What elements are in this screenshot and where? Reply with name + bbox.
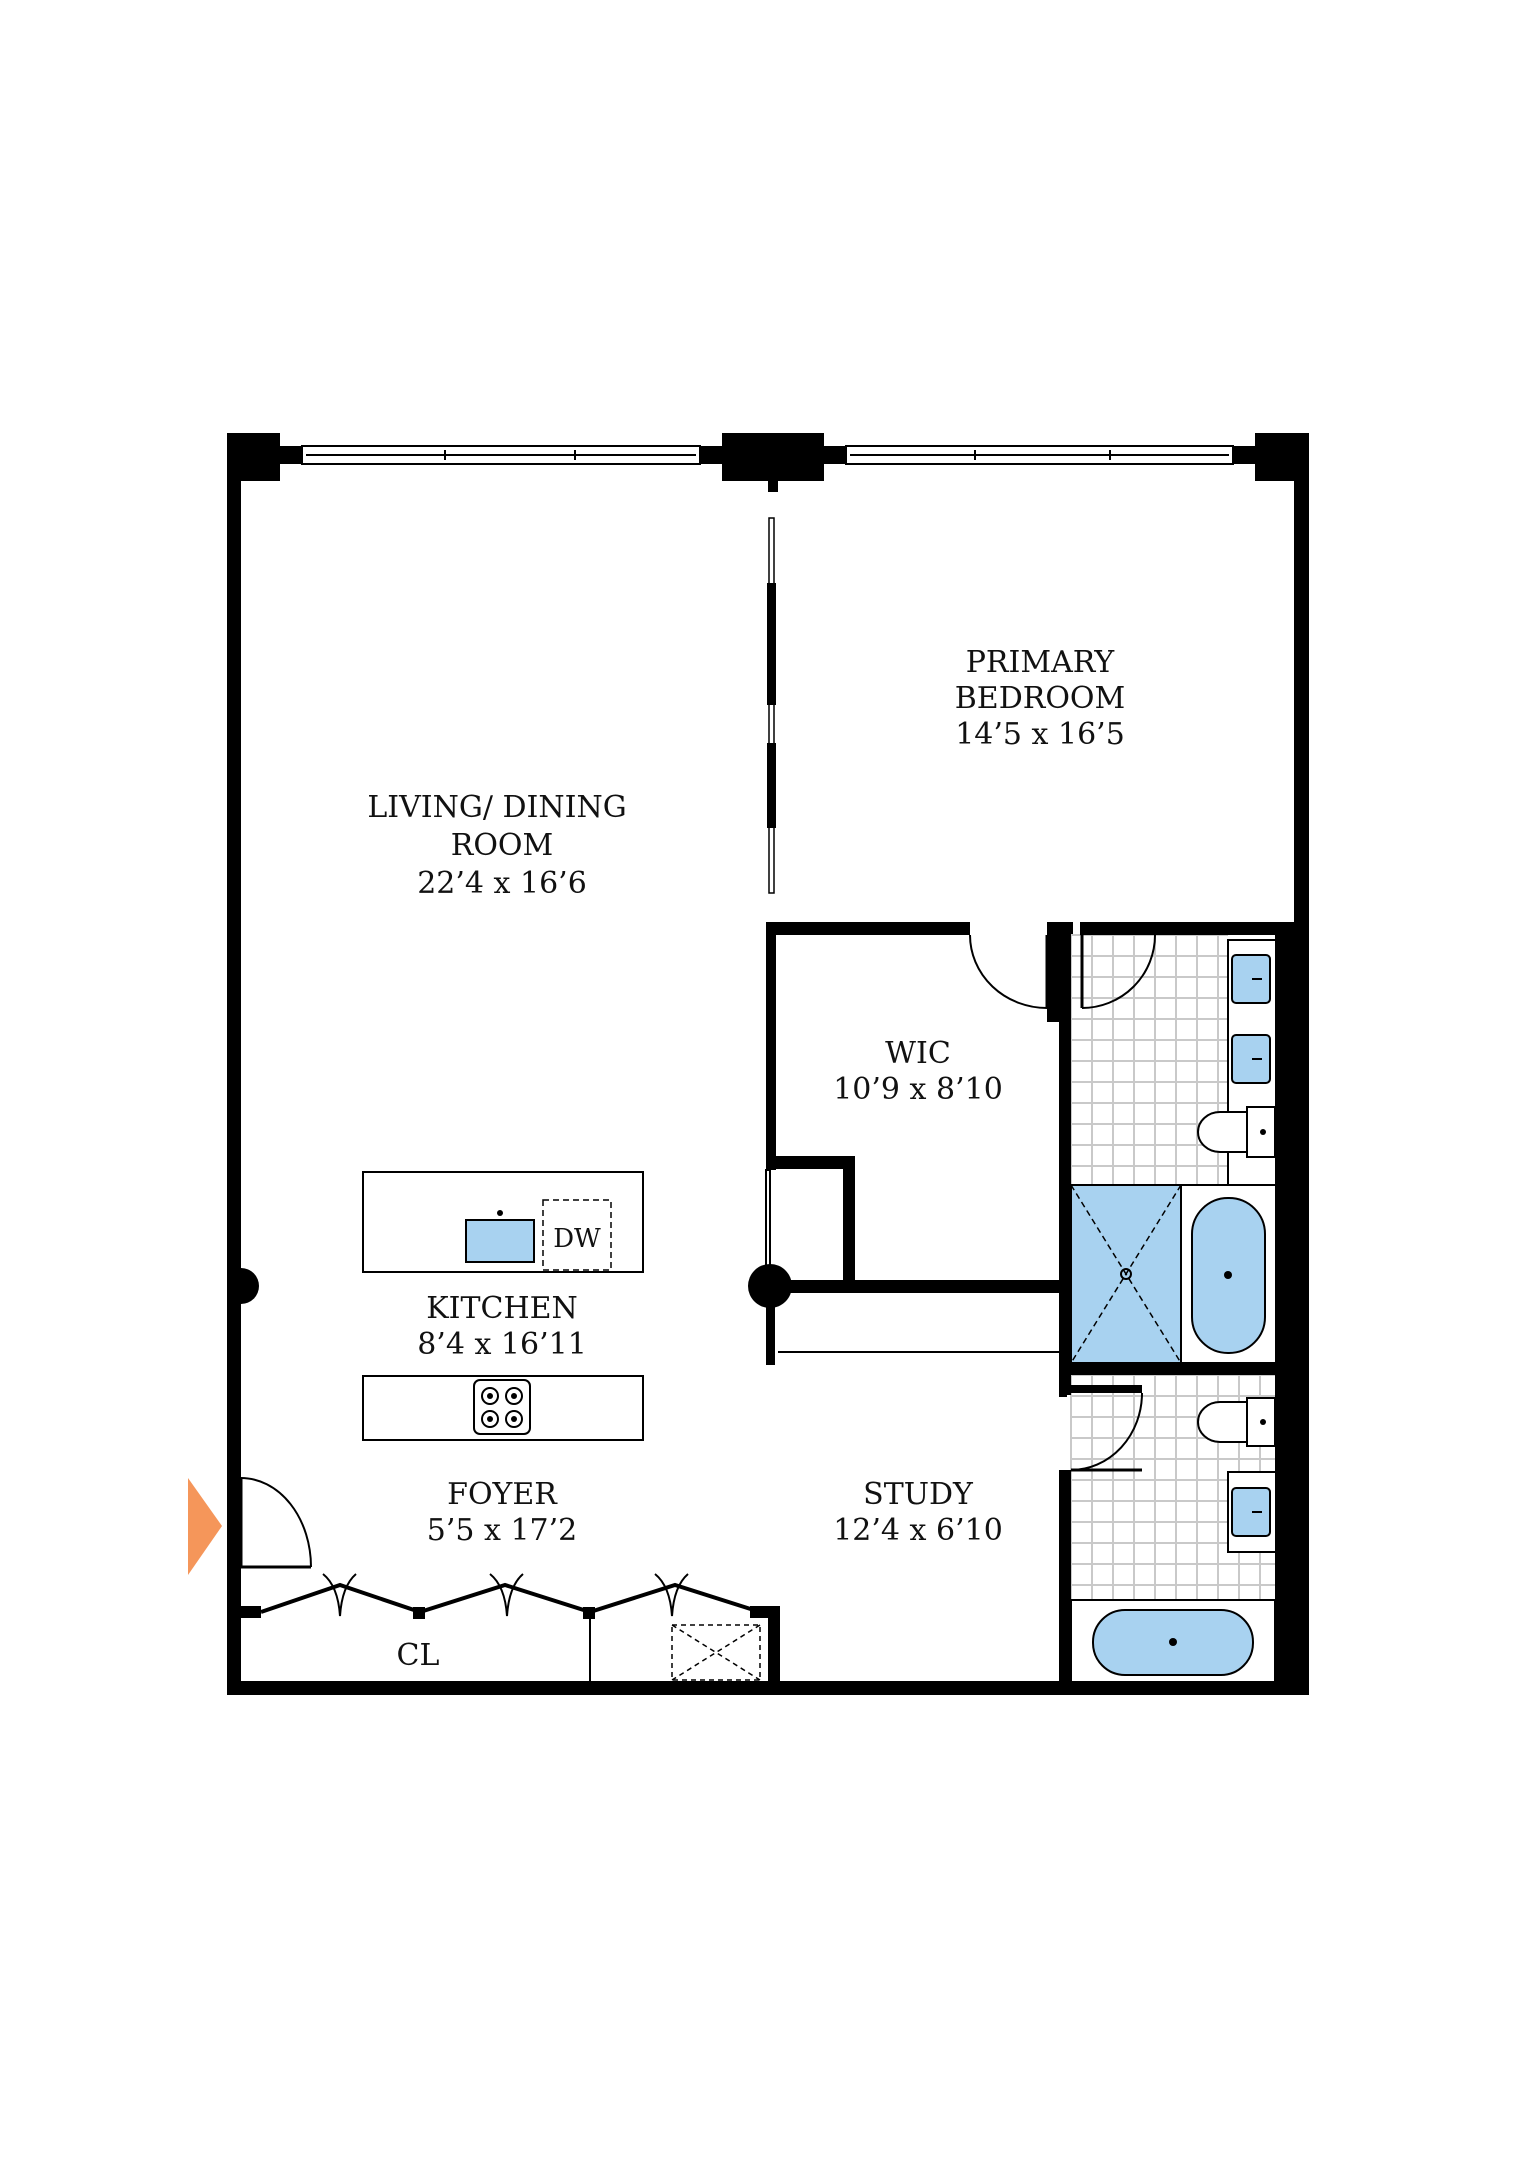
toilet-icon [1197, 1106, 1276, 1158]
doors [239, 934, 1156, 1619]
closet-name: CL [397, 1638, 440, 1673]
upper-bath-fixtures [1070, 939, 1277, 1366]
kitchen-dims: 8’4 x 16’11 [417, 1327, 587, 1362]
sink-icon [465, 1210, 535, 1263]
bathtub-icon [1191, 1197, 1266, 1354]
living-dining-name-2: ROOM [451, 828, 554, 863]
toilet-icon [1197, 1397, 1276, 1447]
cooktop-icon [473, 1379, 531, 1435]
primary-bedroom-dims: 14’5 x 16’5 [955, 717, 1125, 752]
closet-shelf [671, 1624, 761, 1681]
wic-dims: 10’9 x 8’10 [833, 1072, 1003, 1107]
foyer-dims: 5’5 x 17’2 [427, 1513, 578, 1548]
sink-icon [1231, 1487, 1271, 1537]
bathtub-icon [1092, 1609, 1254, 1676]
foyer-name: FOYER [447, 1477, 558, 1512]
exterior-walls [227, 433, 1309, 1695]
primary-bedroom-name-1: PRIMARY [966, 645, 1116, 680]
room-labels: PRIMARY BEDROOM 14’5 x 16’5 LIVING/ DINI… [367, 645, 1125, 1673]
dishwasher [542, 1199, 612, 1271]
kitchen-counters [362, 1171, 644, 1441]
kitchen-name: KITCHEN [426, 1291, 578, 1326]
primary-bedroom-name-2: BEDROOM [955, 681, 1126, 716]
study-dims: 12’4 x 6’10 [833, 1513, 1003, 1548]
living-dining-dims: 22’4 x 16’6 [417, 866, 587, 901]
windows [301, 445, 1234, 465]
study-name: STUDY [863, 1477, 974, 1512]
sink-icon [1231, 954, 1271, 1084]
bath-tile-grid-upper [1070, 934, 1228, 1185]
interior-walls [227, 517, 1295, 1695]
wic-name: WIC [885, 1036, 951, 1071]
dishwasher-label: DW [553, 1224, 601, 1254]
lower-bath-fixtures [1070, 1397, 1277, 1683]
entry-arrow-icon [188, 1478, 222, 1575]
shower-icon [1070, 1184, 1182, 1364]
living-dining-name-1: LIVING/ DINING [367, 790, 626, 825]
